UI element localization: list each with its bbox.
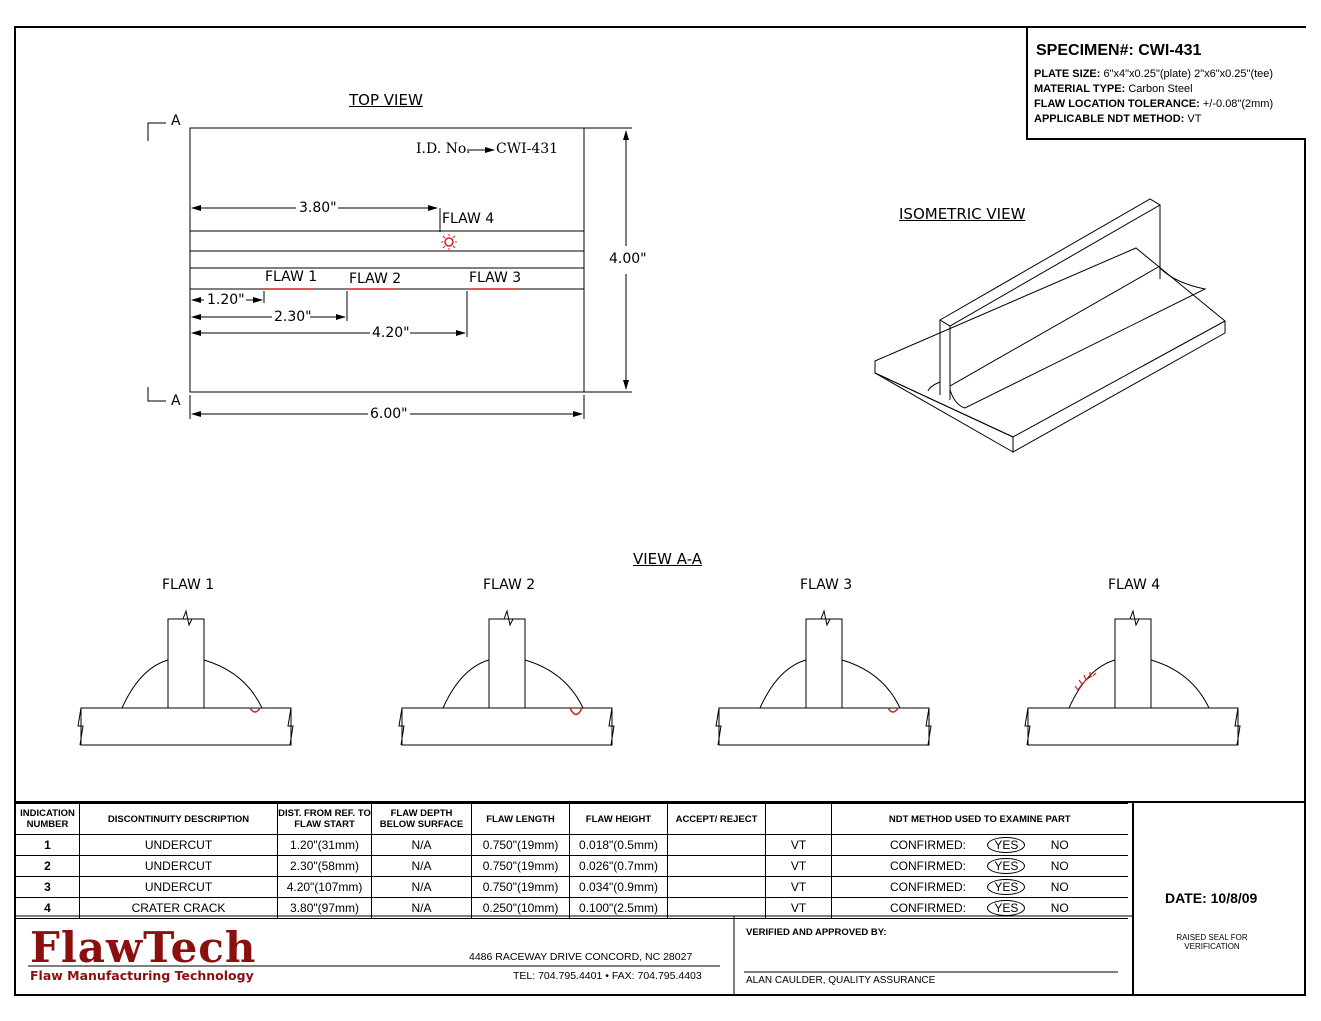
section-flaw-1 xyxy=(77,609,294,746)
cell-dist: 4.20"(107mm) xyxy=(277,876,372,898)
section-label-flaw-4: FLAW 4 xyxy=(1108,577,1161,593)
cell-dist: 2.30"(58mm) xyxy=(277,855,372,877)
ndt-method-row: APPLICABLE NDT METHOD: VT xyxy=(1034,113,1202,125)
dim-3-80: 3.80" xyxy=(299,200,337,216)
flawtech-logo: FlawTech xyxy=(30,923,257,972)
cell-method: VT xyxy=(765,834,832,856)
header-indication: INDICATION NUMBER xyxy=(15,803,80,835)
cell-accept xyxy=(667,876,766,898)
cell-dist: 3.80"(97mm) xyxy=(277,897,372,919)
cell-method: VT xyxy=(765,876,832,898)
table-row: 1 UNDERCUT 1.20"(31mm) N/A 0.750"(19mm) … xyxy=(15,834,1128,856)
raised-seal-note: RAISED SEAL FOR VERIFICATION xyxy=(1176,933,1248,951)
section-label-flaw-3: FLAW 3 xyxy=(800,577,853,593)
isometric-drawing xyxy=(874,198,1226,453)
cell-method: VT xyxy=(765,897,832,919)
flaw-table: INDICATION NUMBER DISCONTINUITY DESCRIPT… xyxy=(15,803,1128,919)
plate-size-row: PLATE SIZE: 6"x4"x0.25"(plate) 2"x6"x0.2… xyxy=(1034,68,1274,80)
flaw-4-label: FLAW 4 xyxy=(442,211,495,227)
dim-6-00: 6.00" xyxy=(370,406,408,422)
specimen-title: SPECIMEN#: CWI-431 xyxy=(1036,42,1202,59)
table-row: 2 UNDERCUT 2.30"(58mm) N/A 0.750"(19mm) … xyxy=(15,855,1128,877)
cell-height: 0.018"(0.5mm) xyxy=(569,834,668,856)
cell-confirm: CONFIRMED: YES NO xyxy=(831,876,1128,898)
section-a-top-label: A xyxy=(171,113,181,129)
header-length: FLAW LENGTH xyxy=(471,803,570,835)
flaw-2-label: FLAW 2 xyxy=(349,271,402,287)
top-view-drawing xyxy=(147,122,632,419)
cell-confirm: CONFIRMED: YES NO xyxy=(831,897,1128,919)
section-label-flaw-2: FLAW 2 xyxy=(483,577,536,593)
cell-length: 0.750"(19mm) xyxy=(471,855,570,877)
cell-desc: CRATER CRACK xyxy=(79,897,278,919)
cell-length: 0.750"(19mm) xyxy=(471,876,570,898)
cell-accept xyxy=(667,855,766,877)
dim-1-20: 1.20" xyxy=(207,292,245,308)
dim-2-30: 2.30" xyxy=(274,309,312,325)
cell-num: 2 xyxy=(15,855,80,877)
cell-confirm: CONFIRMED: YES NO xyxy=(831,834,1128,856)
cell-num: 3 xyxy=(15,876,80,898)
date-label: DATE: 10/8/09 xyxy=(1165,890,1258,906)
section-flaw-2 xyxy=(398,609,615,746)
cell-height: 0.026"(0.7mm) xyxy=(569,855,668,877)
view-aa-title: VIEW A-A xyxy=(633,550,703,568)
approver-name: ALAN CAULDER, QUALITY ASSURANCE xyxy=(746,975,936,986)
cell-depth: N/A xyxy=(371,834,472,856)
cell-depth: N/A xyxy=(371,876,472,898)
yes-circled: YES xyxy=(987,900,1026,916)
specimen-info-box: SPECIMEN#: CWI-431 PLATE SIZE: 6"x4"x0.2… xyxy=(1026,28,1306,140)
cell-desc: UNDERCUT xyxy=(79,876,278,898)
section-flaw-4 xyxy=(1024,609,1241,746)
cell-dist: 1.20"(31mm) xyxy=(277,834,372,856)
cell-accept xyxy=(667,897,766,919)
header-ndt-method: NDT METHOD USED TO EXAMINE PART xyxy=(831,803,1128,835)
material-row: MATERIAL TYPE: Carbon Steel xyxy=(1034,83,1193,95)
company-phone: TEL: 704.795.4401 • FAX: 704.795.4403 xyxy=(513,970,702,982)
cell-desc: UNDERCUT xyxy=(79,834,278,856)
dim-4-20: 4.20" xyxy=(372,325,410,341)
section-a-bottom-label: A xyxy=(171,393,181,409)
top-view-flaw-marks xyxy=(264,234,517,290)
header-blank xyxy=(765,803,832,835)
header-depth: FLAW DEPTH BELOW SURFACE xyxy=(371,803,472,835)
verified-label: VERIFIED AND APPROVED BY: xyxy=(746,927,887,938)
section-flaw-3 xyxy=(715,609,932,746)
id-label: I.D. No. xyxy=(416,141,471,157)
cell-height: 0.100"(2.5mm) xyxy=(569,897,668,919)
header-distance: DIST. FROM REF. TO FLAW START xyxy=(277,803,372,835)
cell-accept xyxy=(667,834,766,856)
cell-depth: N/A xyxy=(371,855,472,877)
logo-tagline: Flaw Manufacturing Technology xyxy=(30,968,254,983)
cell-desc: UNDERCUT xyxy=(79,855,278,877)
cell-num: 1 xyxy=(15,834,80,856)
header-description: DISCONTINUITY DESCRIPTION xyxy=(79,803,278,835)
yes-circled: YES xyxy=(987,879,1026,895)
cell-depth: N/A xyxy=(371,897,472,919)
table-header-row: INDICATION NUMBER DISCONTINUITY DESCRIPT… xyxy=(15,803,1128,835)
cell-num: 4 xyxy=(15,897,80,919)
id-value: CWI-431 xyxy=(496,141,559,157)
flaw-1-label: FLAW 1 xyxy=(265,269,318,285)
header-height: FLAW HEIGHT xyxy=(569,803,668,835)
isometric-view-title: ISOMETRIC VIEW xyxy=(899,205,1026,223)
yes-circled: YES xyxy=(987,837,1026,853)
header-accept-reject: ACCEPT/ REJECT xyxy=(667,803,766,835)
section-label-flaw-1: FLAW 1 xyxy=(162,577,215,593)
cell-confirm: CONFIRMED: YES NO xyxy=(831,855,1128,877)
cell-length: 0.750"(19mm) xyxy=(471,834,570,856)
company-address: 4486 RACEWAY DRIVE CONCORD, NC 28027 xyxy=(469,951,693,963)
table-row: 4 CRATER CRACK 3.80"(97mm) N/A 0.250"(10… xyxy=(15,897,1128,919)
flaw-3-label: FLAW 3 xyxy=(469,270,522,286)
dim-4-00: 4.00" xyxy=(609,251,647,267)
cell-length: 0.250"(10mm) xyxy=(471,897,570,919)
cell-method: VT xyxy=(765,855,832,877)
tolerance-row: FLAW LOCATION TOLERANCE: +/-0.08"(2mm) xyxy=(1034,98,1274,110)
yes-circled: YES xyxy=(987,858,1026,874)
top-view-title: TOP VIEW xyxy=(349,91,423,109)
cell-height: 0.034"(0.9mm) xyxy=(569,876,668,898)
table-row: 3 UNDERCUT 4.20"(107mm) N/A 0.750"(19mm)… xyxy=(15,876,1128,898)
